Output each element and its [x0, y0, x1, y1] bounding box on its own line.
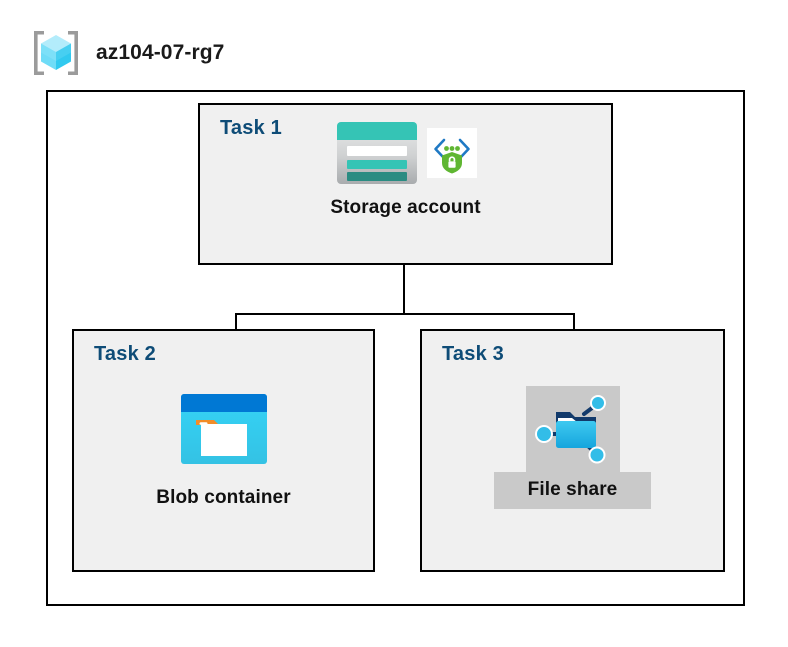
storage-account-icon: [336, 122, 417, 184]
node-blob-container[interactable]: Blob container: [72, 392, 375, 509]
file-share-icon-highlight: [525, 386, 620, 472]
resource-group-title: az104-07-rg7: [96, 41, 225, 64]
storage-account-icon-row: [335, 120, 477, 186]
connector-storage-trunk: [403, 265, 405, 315]
blob-container-icon: [180, 394, 267, 464]
connector-horizontal-bar: [235, 313, 575, 315]
task-1-label: Task 1: [220, 117, 282, 139]
node-file-share[interactable]: File share: [420, 386, 725, 509]
file-share-caption-highlight: File share: [493, 472, 652, 509]
storage-account-caption: Storage account: [330, 197, 481, 218]
blob-container-caption: Blob container: [156, 487, 291, 508]
blob-container-icon-row: [179, 392, 269, 466]
task-2-label: Task 2: [94, 343, 156, 365]
resource-group-cube-icon: [34, 31, 78, 75]
node-storage-account[interactable]: Storage account: [198, 120, 613, 219]
file-share-caption: File share: [527, 479, 618, 500]
file-share-icon: [534, 395, 606, 464]
task-3-label: Task 3: [442, 343, 504, 365]
resource-group-header: az104-07-rg7: [30, 27, 224, 79]
secure-endpoint-shield-icon: [426, 128, 477, 178]
